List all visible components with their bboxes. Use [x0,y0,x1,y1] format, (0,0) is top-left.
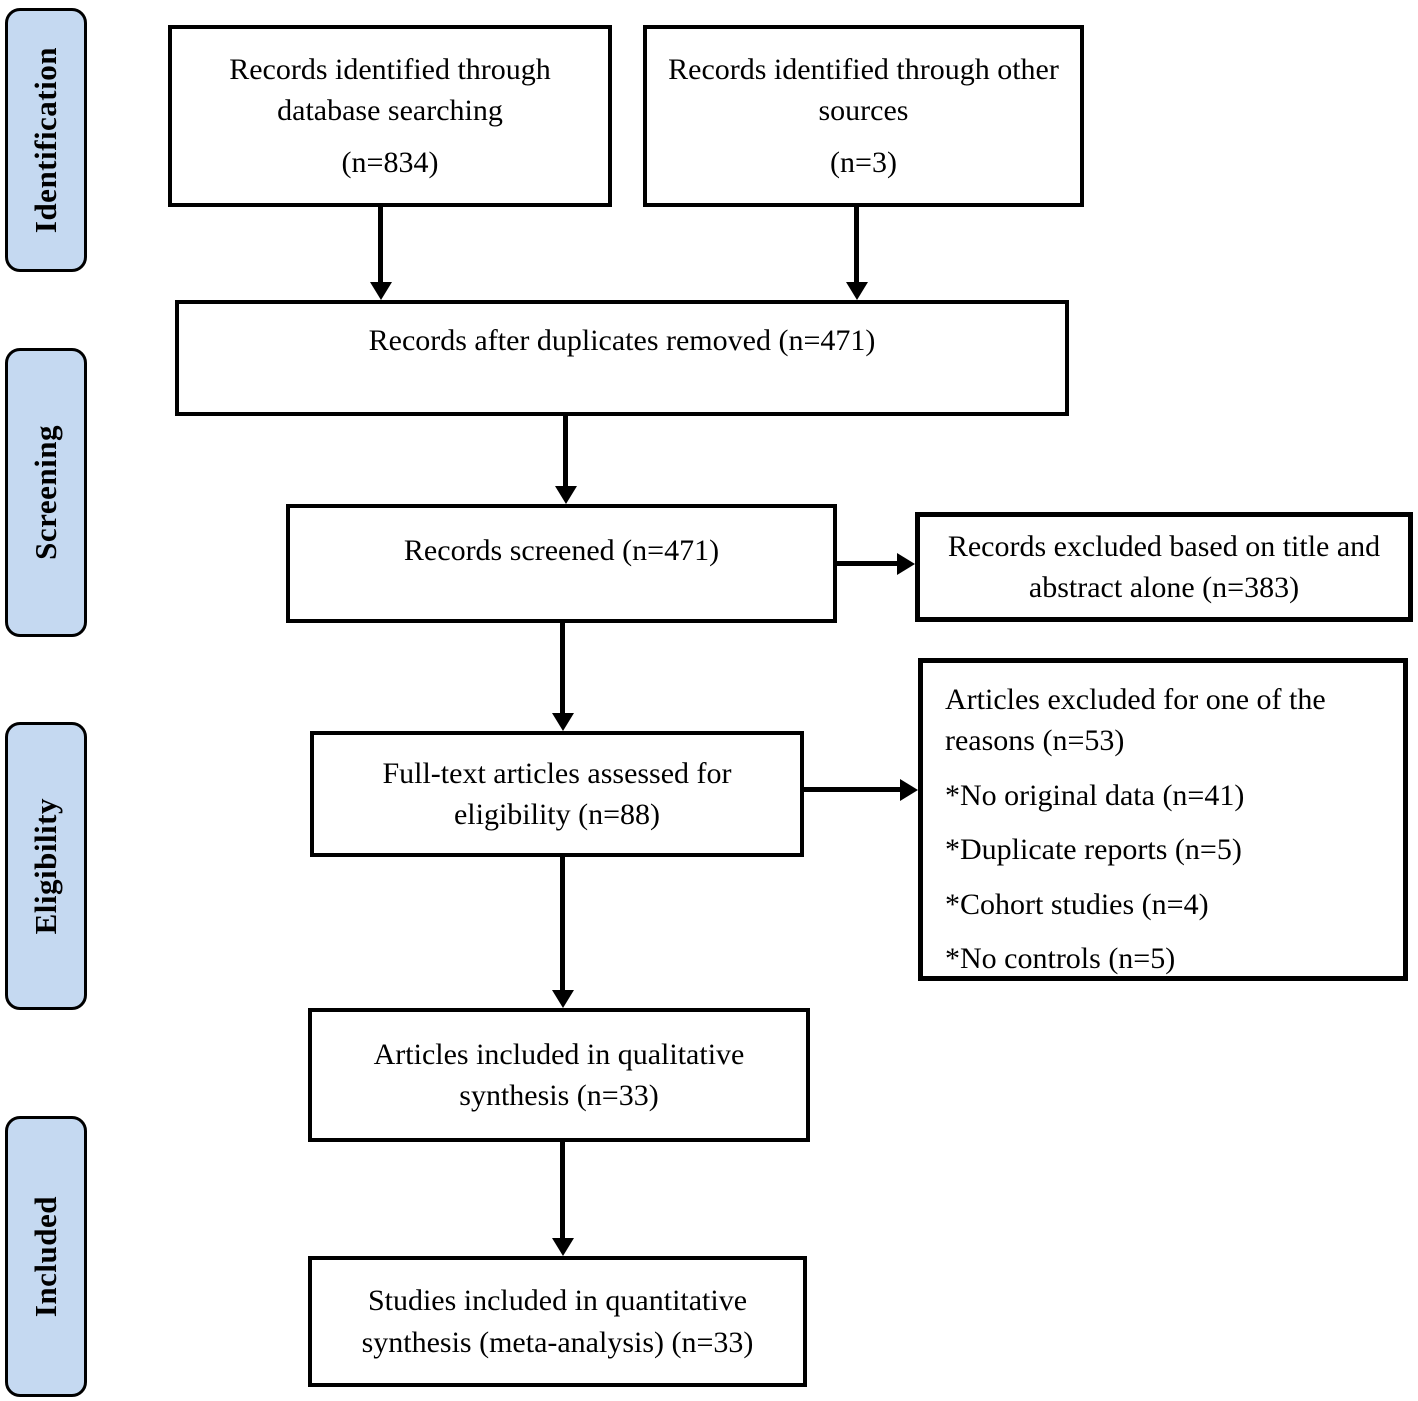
arrow-qualitative-to-quantitative [560,1142,565,1238]
box-records-other-sources-count: (n=3) [830,145,897,179]
box-quantitative-synthesis-text: Studies included in quantitative synthes… [361,1284,754,1359]
stage-included: Included [5,1116,87,1397]
stage-screening: Screening [5,348,87,637]
stage-eligibility: Eligibility [5,722,87,1010]
box-records-screened: Records screened (n=471) [286,504,837,623]
excluded-reason-no-original-data: *No original data (n=41) [945,778,1245,812]
arrow-screened-to-excluded [837,561,897,566]
box-fulltext-assessed: Full-text articles assessed for eligibil… [310,731,804,857]
box-qualitative-synthesis: Articles included in qualitative synthes… [308,1008,810,1142]
box-records-excluded-title-abstract: Records excluded based on title and abst… [915,512,1413,622]
arrow-database-to-duplicates [378,207,383,282]
stage-identification-label: Identification [28,46,63,234]
box-fulltext-assessed-text: Full-text articles assessed for eligibil… [382,756,732,831]
arrow-screened-to-fulltext [560,623,565,713]
box-qualitative-synthesis-text: Articles included in qualitative synthes… [373,1037,745,1112]
excluded-reason-duplicate-reports: *Duplicate reports (n=5) [945,833,1242,867]
box-records-other-sources-text: Records identified through other sources [668,52,1059,128]
stage-identification: Identification [5,8,87,272]
box-records-other-sources: Records identified through other sources… [643,25,1084,207]
box-records-database-searching: Records identified through database sear… [168,25,612,207]
box-articles-excluded-reasons-title: Articles excluded for one of the reasons… [945,683,1326,758]
arrow-other-sources-to-duplicates [854,207,859,282]
arrow-fulltext-to-excluded-reasons [804,787,900,792]
arrow-duplicates-to-screened [563,416,568,486]
excluded-reason-no-controls: *No controls (n=5) [945,941,1176,975]
excluded-reason-cohort-studies: *Cohort studies (n=4) [945,887,1209,921]
box-records-excluded-title-abstract-text: Records excluded based on title and abst… [947,529,1381,604]
stage-eligibility-label: Eligibility [28,797,63,935]
box-after-duplicates-removed-text: Records after duplicates removed (n=471) [368,324,876,357]
arrow-fulltext-to-qualitative [560,857,565,990]
box-articles-excluded-reasons: Articles excluded for one of the reasons… [918,658,1408,981]
stage-included-label: Included [28,1195,63,1318]
stage-screening-label: Screening [28,425,63,560]
box-quantitative-synthesis: Studies included in quantitative synthes… [308,1256,807,1387]
box-after-duplicates-removed: Records after duplicates removed (n=471) [175,300,1069,416]
box-records-screened-text: Records screened (n=471) [403,534,720,567]
box-records-database-searching-text: Records identified through database sear… [229,52,551,128]
box-records-database-searching-count: (n=834) [341,145,439,179]
